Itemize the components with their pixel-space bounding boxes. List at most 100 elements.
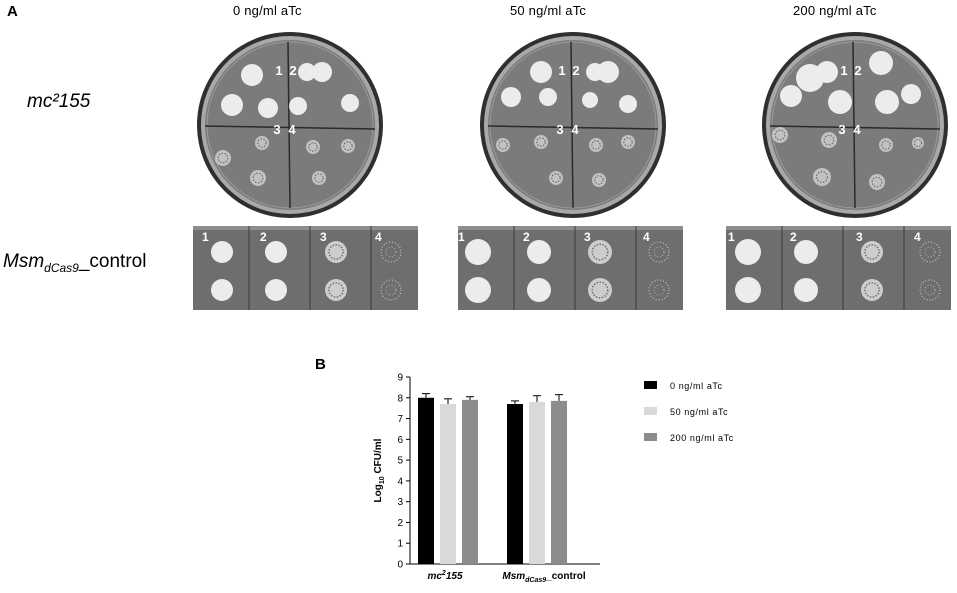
colony-spot [813, 168, 831, 186]
colony-spot [794, 240, 818, 264]
quadrant-label-2: 2 [854, 63, 861, 78]
bar-1-0 [440, 404, 456, 564]
strip-label-4: 4 [643, 230, 650, 244]
plate-agar [488, 40, 658, 210]
y-axis-label-sub: 10 [379, 476, 386, 484]
strip-2: 1 2 3 4 [726, 226, 951, 310]
colony-sparse-inner [653, 284, 665, 296]
condition-label-2: 200 ng/ml aTc [793, 3, 877, 18]
colony-sparse [380, 241, 402, 263]
colony-sparse [648, 279, 670, 301]
plate-divider-horizontal [204, 125, 376, 130]
y-tick-label: 2 [397, 518, 403, 529]
colony-spot [215, 150, 231, 166]
x-category-label-0: mc2155 [427, 570, 462, 582]
quadrant-label-1: 1 [275, 63, 282, 78]
colony-spot [619, 95, 637, 113]
colony-spot [780, 85, 802, 107]
colony-texture [308, 142, 318, 152]
x-category-rest: 155 [446, 571, 463, 582]
y-axis-label-rest: CFU/ml [373, 438, 384, 476]
plate-divider-horizontal [769, 125, 941, 130]
condition-label-0: 0 ng/ml aTc [233, 3, 302, 18]
colony-spot [211, 279, 233, 301]
plate-divider-vertical [570, 41, 574, 209]
colony-texture [498, 140, 508, 150]
strip-label-1: 1 [728, 230, 735, 244]
strip-background [458, 226, 683, 310]
colony-sparse [919, 279, 941, 301]
y-tick-label: 3 [397, 497, 403, 508]
strip-top-edge [458, 226, 683, 230]
colony-spot [465, 277, 491, 303]
colony-texture [823, 134, 835, 146]
row-label-msm-main: Msm [3, 251, 45, 272]
panel-a-letter: A [7, 3, 18, 20]
colony-texture [252, 172, 264, 184]
colony-texture [328, 244, 344, 260]
y-tick-label: 7 [397, 414, 403, 425]
quadrant-label-4: 4 [288, 122, 296, 137]
colony-texture [864, 244, 880, 260]
colony-spot [501, 87, 521, 107]
colony-spot [312, 171, 326, 185]
colony-spot [582, 92, 598, 108]
colony-spot [298, 63, 316, 81]
y-tick-label: 0 [397, 560, 403, 571]
strip-label-3: 3 [320, 230, 327, 244]
colony-spot [794, 278, 818, 302]
colony-spot [869, 174, 885, 190]
strip-label-4: 4 [914, 230, 921, 244]
y-axis-label: Log10 CFU/ml [373, 438, 386, 502]
bar-2-0 [462, 399, 478, 564]
colony-spot [912, 137, 924, 149]
strip-label-2: 2 [790, 230, 797, 244]
colony-texture [591, 140, 601, 150]
colony-spot [816, 61, 838, 83]
row-label-mc2155: mc²155 [27, 91, 91, 112]
quadrant-label-3: 3 [838, 122, 845, 137]
bar-1-1 [529, 401, 545, 564]
colony-spot [527, 240, 551, 264]
colony-texture [536, 137, 546, 147]
condition-label-1: 50 ng/ml aTc [510, 3, 587, 18]
colony-spot [534, 135, 548, 149]
colony-texture [881, 140, 891, 150]
colony-spot [341, 94, 359, 112]
colony-spot [549, 171, 563, 185]
colony-texture [217, 152, 229, 164]
strip-label-2: 2 [523, 230, 530, 244]
colony-spot [211, 241, 233, 263]
colony-spot [828, 90, 852, 114]
y-tick-label: 1 [397, 539, 403, 550]
colony-spot [496, 138, 510, 152]
y-tick-label: 8 [397, 393, 403, 404]
colony-spot [341, 139, 355, 153]
strip-background [726, 226, 951, 310]
colony-spot [265, 279, 287, 301]
strip-label-4: 4 [375, 230, 382, 244]
colony-sparse [648, 241, 670, 263]
colony-texture [815, 171, 828, 184]
colony-spot [621, 135, 635, 149]
y-axis-label-main: Log [373, 484, 384, 502]
x-category-label-1: MsmdCas9_control [502, 571, 585, 584]
quadrant-label-2: 2 [572, 63, 579, 78]
colony-sparse [919, 241, 941, 263]
x-category-main: mc [427, 571, 442, 582]
strip-label-3: 3 [856, 230, 863, 244]
colony-spot [735, 239, 761, 265]
y-tick-label: 4 [397, 476, 403, 487]
legend-swatch-1 [644, 407, 657, 415]
plate-divider-vertical [852, 41, 856, 209]
colony-spot [241, 64, 263, 86]
strip-label-1: 1 [202, 230, 209, 244]
